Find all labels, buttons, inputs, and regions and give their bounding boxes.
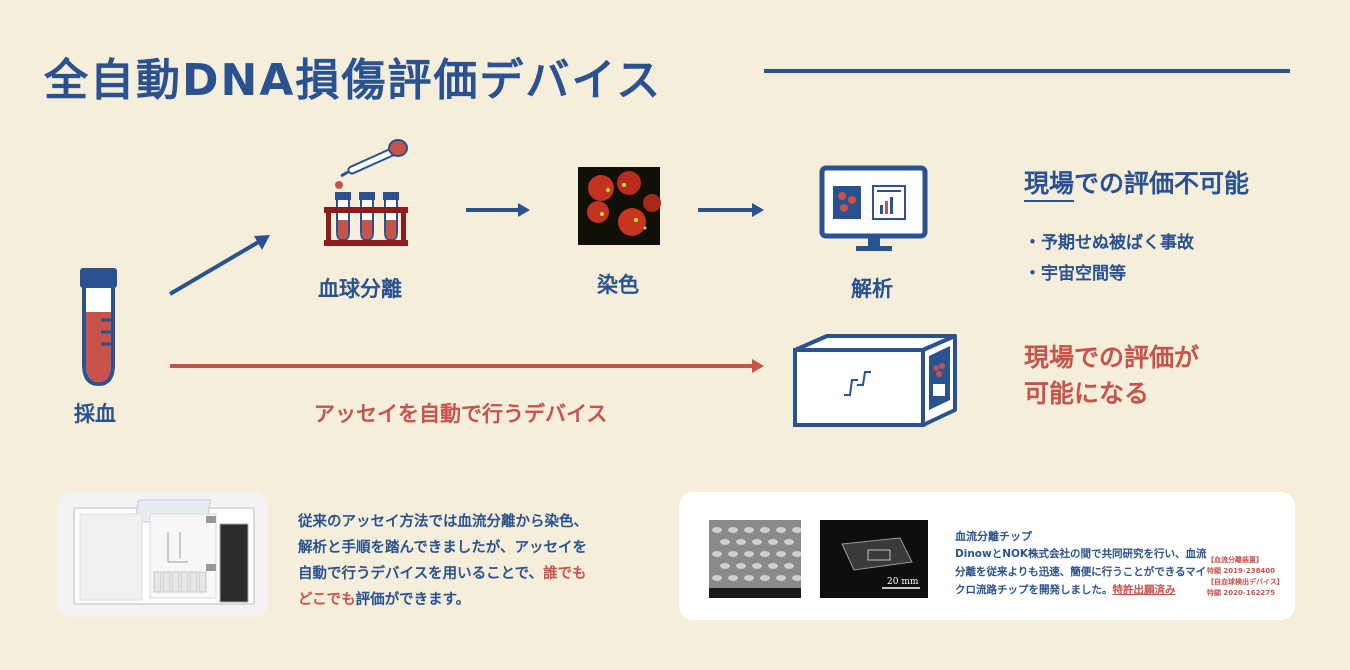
chip-line3-text: クロ流路チップを開発しました。 [955,584,1113,596]
monitor-icon [819,165,928,251]
chip-line2: 分離を従来よりも迅速、簡便に行うことができるマイ [955,566,1207,578]
arrow-to-analysis [698,203,764,217]
chip-line3: クロ流路チップを開発しました。特許出願済み [955,581,1225,599]
patent-pending-link: 特許出願済み [1112,584,1176,596]
assay-arrow [170,359,764,373]
onsite-impossible-heading: 現場での評価不可能 [1024,164,1250,202]
bullet-item-space: ・宇宙空間等 [1024,264,1126,284]
chip-description: DinowとNOK株式会社の間で共同研究を行い、血流 分離を従来よりも迅速、簡便… [955,545,1225,599]
page-title: 全自動DNA損傷評価デバイス [44,55,663,106]
device-photo [58,492,268,617]
microchannel-sem-image [709,520,801,598]
description-paragraph: 従来のアッセイ方法では血流分離から染色、 解析と手順を踏んできましたが、アッセイ… [298,509,658,613]
blood-tube-icon [80,268,117,387]
chip-photo [820,520,928,598]
workflow-diagram [80,139,957,427]
description-line4: どこでも評価ができます。 [298,587,658,613]
patent-line1: 【血流分離装置】 [1207,556,1263,564]
description-line4-text: 評価ができます。 [355,592,471,608]
step-label-analysis: 解析 [851,277,893,301]
chip-line1: DinowとNOK株式会社の間で共同研究を行い、血流 [955,548,1207,560]
heading-underlined-part: 現場 [1024,169,1075,202]
description-line1: 従来のアッセイ方法では血流分離から染色、 [298,514,588,530]
assay-device-label: アッセイを自動で行うデバイス [314,402,608,426]
test-tube-rack-icon [324,139,408,246]
onsite-possible-line2: 可能になる [1024,379,1150,408]
device-photo-card [58,492,268,617]
heading-rest: での評価不可能 [1074,169,1250,198]
arrow-to-staining [466,203,530,217]
description-highlight-anyone: 誰でも [543,566,587,582]
device-box-icon [793,334,957,427]
patent-numbers: 【血流分離装置】 特願 2019-238400 【自血球検出デバイス】 特願 2… [1207,555,1284,599]
title-rule [764,69,1290,73]
arrow-to-separation [168,235,270,296]
patent-line4: 特願 2020-162275 [1207,589,1276,597]
chip-title: 血流分離チップ [955,530,1032,543]
description-line3: 自動で行うデバイスを用いることで、誰でも [298,561,658,587]
chip-card: 20 mm 血流分離チップ DinowとNOK株式会社の間で共同研究を行い、血流… [679,492,1295,620]
patent-line2: 特願 2019-238400 [1207,567,1276,575]
description-highlight-anywhere: どこでも [298,592,356,608]
step-label-separation: 血球分離 [318,277,402,301]
onsite-possible-line1: 現場での評価が [1024,343,1200,372]
scale-bar-label: 20 mm [887,577,919,587]
step-label-staining: 染色 [597,273,639,297]
description-line2: 解析と手順を踏んできましたが、アッセイを [298,540,587,556]
description-line3-text: 自動で行うデバイスを用いることで、 [298,566,544,582]
patent-line3: 【自血球検出デバイス】 [1207,578,1284,586]
step-label-blood-draw: 採血 [74,402,116,426]
onsite-possible-heading: 現場での評価が 可能になる [1024,340,1199,412]
stained-cells-image [578,167,661,245]
bullet-item-accident: ・予期せぬ被ばく事故 [1024,233,1194,253]
